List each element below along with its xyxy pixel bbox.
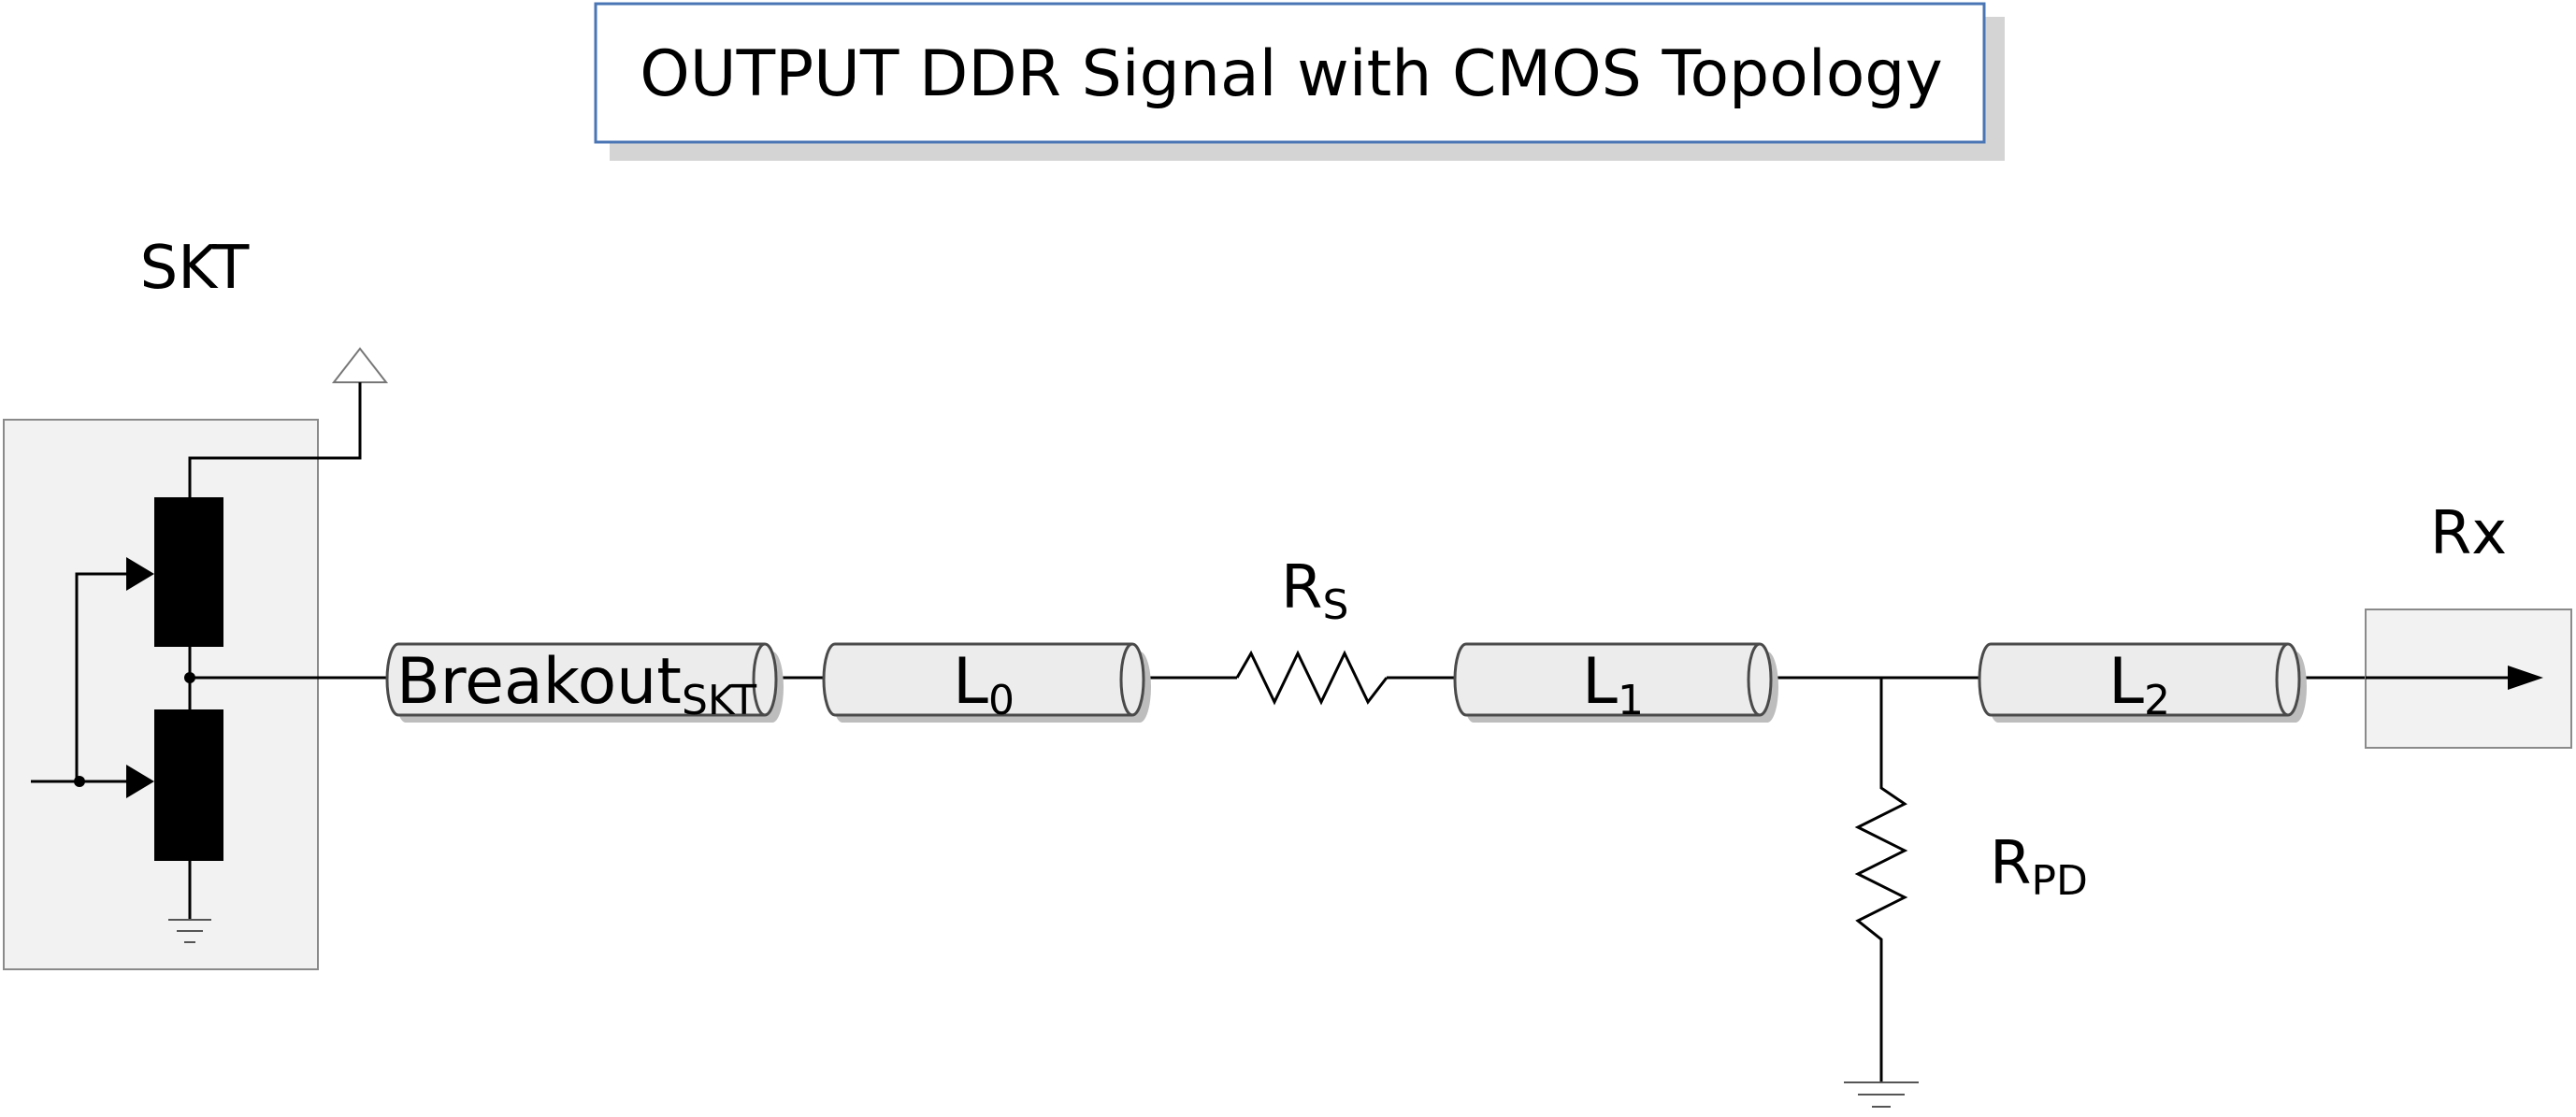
diagram-title: OUTPUT DDR Signal with CMOS Topology xyxy=(640,37,1942,111)
ground-icon xyxy=(168,919,211,943)
rs-label: RS xyxy=(1281,553,1348,629)
tline-breakout-label: BreakoutSKT xyxy=(396,645,756,724)
tline-breakout: BreakoutSKT xyxy=(385,642,784,724)
tline-l1: L1 xyxy=(1453,642,1778,724)
rx-label: Rx xyxy=(2430,499,2507,568)
lower-transistor xyxy=(154,709,223,861)
tline-l1-label: L1 xyxy=(1582,645,1644,724)
gate-arrow-upper-icon xyxy=(126,557,154,591)
skt-driver-box xyxy=(3,347,389,970)
supply-wire xyxy=(188,382,362,497)
title-frame xyxy=(594,2,1986,144)
tline-l2: L2 xyxy=(1978,642,2307,724)
rx-arrow-icon xyxy=(2508,666,2543,690)
upper-transistor xyxy=(154,497,223,647)
supply-triangle-icon xyxy=(331,347,389,383)
rpd-label: RPD xyxy=(1990,829,2088,905)
resistor-rs-zigzag xyxy=(1235,650,1389,706)
gate-wire-upper xyxy=(75,572,131,781)
tline-l0: L0 xyxy=(822,642,1151,724)
resistor-rs: RS xyxy=(1235,553,1389,706)
tline-l0-label: L0 xyxy=(953,645,1015,724)
ground-icon xyxy=(1844,1081,1919,1108)
resistor-rpd: RPD xyxy=(1844,678,2088,1108)
rx-receiver-box xyxy=(2365,609,2572,749)
gate-junction-dot xyxy=(74,776,85,787)
title-box: OUTPUT DDR Signal with CMOS Topology xyxy=(594,2,2005,161)
skt-label: SKT xyxy=(140,234,251,303)
resistor-rpd-zigzag xyxy=(1854,678,1908,1082)
gate-arrow-lower-icon xyxy=(126,765,154,798)
tline-l2-label: L2 xyxy=(2108,645,2170,724)
